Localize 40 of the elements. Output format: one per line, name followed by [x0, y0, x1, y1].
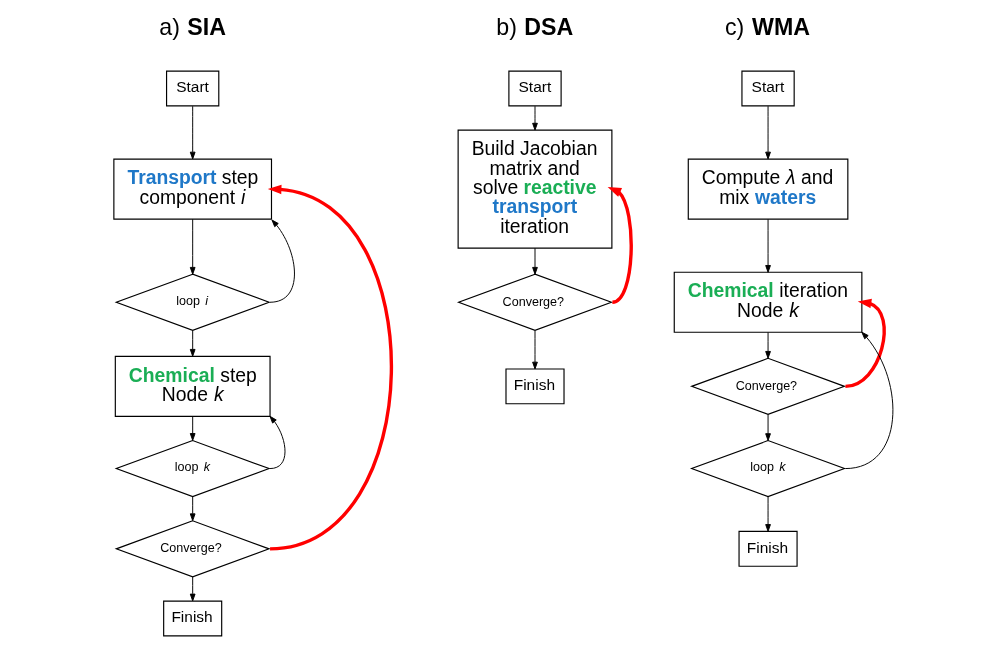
arrow: [267, 184, 393, 551]
node-diamond: loop k: [114, 439, 271, 498]
node-diamond: loop i: [114, 273, 271, 331]
arrow: [189, 105, 196, 160]
arrow: [269, 415, 285, 470]
arrow: [844, 298, 886, 389]
node-box: Chemical iteration Node k: [673, 271, 862, 333]
label: c) WMA: [724, 13, 810, 40]
arrow: [764, 414, 771, 441]
arrow: [189, 330, 196, 357]
arrow: [189, 496, 196, 522]
node-box: Build Jacobian matrix and solve reactive transport iteration: [457, 129, 612, 249]
node-diamond: Converge?: [456, 273, 613, 331]
arrow: [269, 219, 295, 303]
node-box: Transport step component i: [112, 158, 272, 220]
node-box: Chemical step Node k: [114, 355, 271, 417]
arrow: [844, 331, 893, 470]
node-diamond: loop k: [689, 439, 846, 498]
node-box: Finish: [737, 530, 798, 567]
arrow: [607, 187, 633, 304]
arrow: [189, 576, 196, 602]
arrow: [531, 247, 538, 275]
node-diamond: Converge?: [689, 357, 846, 416]
node-box: Finish: [162, 600, 222, 637]
arrow: [531, 330, 538, 370]
node-box: Compute λ and mix waters: [687, 158, 848, 220]
arrow: [189, 416, 196, 441]
node-box: Start: [507, 70, 562, 107]
node-box: Finish: [504, 368, 565, 405]
arrow: [531, 105, 538, 131]
node-box: Start: [165, 70, 219, 107]
arrow: [764, 331, 771, 359]
arrow: [764, 218, 771, 273]
arrow: [764, 105, 771, 160]
label: a) SIA: [158, 13, 226, 40]
node-diamond: Converge?: [114, 520, 271, 578]
arrow: [189, 218, 196, 275]
label: b) DSA: [495, 13, 573, 40]
arrow: [764, 496, 771, 532]
node-box: Start: [740, 70, 795, 107]
